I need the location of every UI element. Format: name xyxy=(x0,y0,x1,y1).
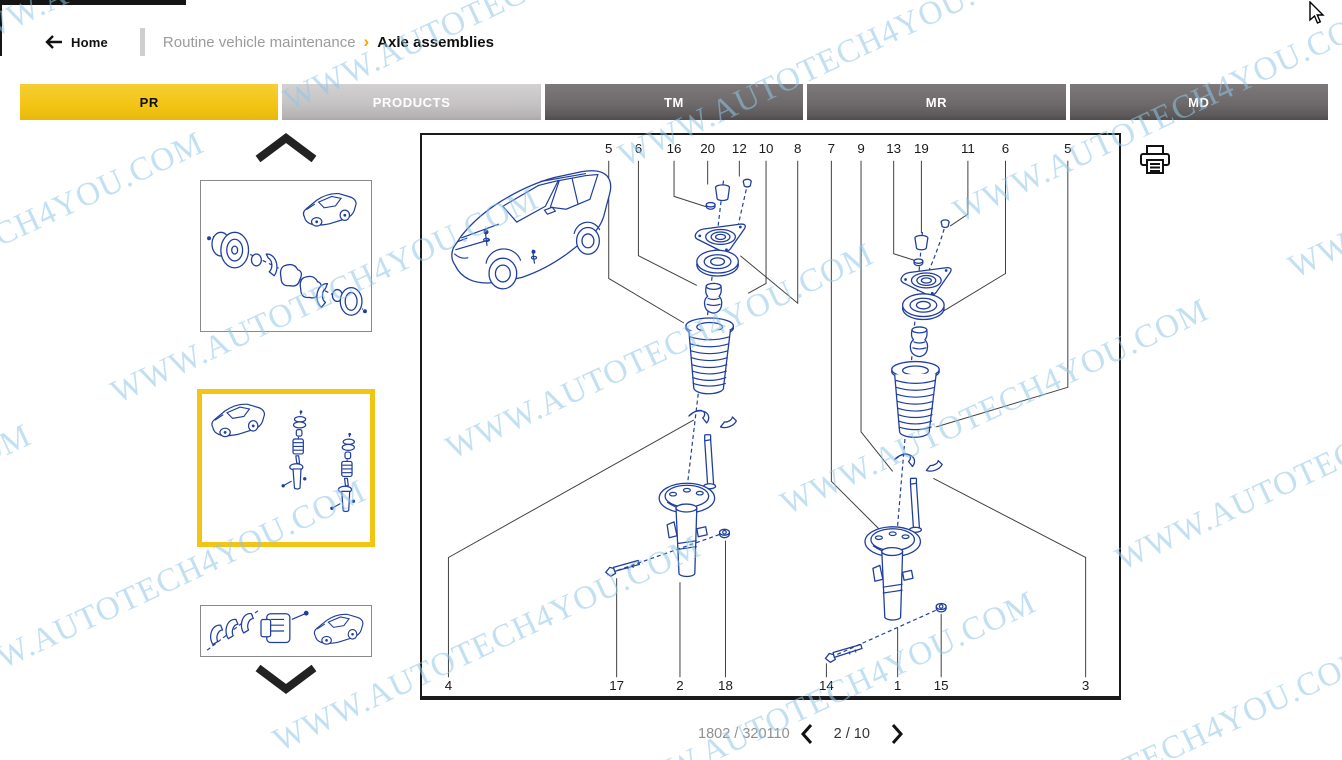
leader-lines xyxy=(447,160,1087,678)
home-label[interactable]: Home xyxy=(71,34,108,50)
callout-number-17: 17 xyxy=(609,678,624,693)
back-home-button[interactable]: Home xyxy=(44,35,108,50)
callout-number-5: 5 xyxy=(605,141,612,156)
tab-pr[interactable]: PR xyxy=(20,84,279,120)
callout-number-20: 20 xyxy=(700,141,715,156)
axle-assemblies-diagram: 5 6 16 20 12 10 8 7 9 13 19 11 6 5 4 17 2 18 14 1 15 3 xyxy=(445,141,1090,693)
chevron-left-icon xyxy=(800,724,812,744)
callout-number-6: 6 xyxy=(1002,141,1009,156)
callout-number-3: 3 xyxy=(1082,678,1089,693)
strut-assemblies-thumbnail-drawing xyxy=(211,403,356,513)
callout-number-9: 9 xyxy=(857,141,864,156)
callout-number-10: 10 xyxy=(759,141,774,156)
breadcrumb-separator-icon: › xyxy=(363,32,370,51)
breadcrumb: Home Routine vehicle maintenance › Axle … xyxy=(44,28,494,56)
exploded-strut-right xyxy=(824,219,952,664)
callout-number-2: 2 xyxy=(676,678,683,693)
thumbnail-scroll-up-button[interactable] xyxy=(252,131,320,165)
breadcrumb-section[interactable]: Routine vehicle maintenance xyxy=(162,33,356,51)
chevron-right-icon xyxy=(891,724,903,744)
window-edge-artifact-top xyxy=(0,0,186,5)
exploded-strut-left xyxy=(605,178,752,578)
thumbnail-scroll-down-button[interactable] xyxy=(252,662,320,696)
callout-number-18: 18 xyxy=(718,678,733,693)
callout-number-5: 5 xyxy=(1064,141,1071,156)
breadcrumb-divider xyxy=(139,28,145,56)
hub-and-disc-thumbnail-drawing xyxy=(207,192,367,316)
callout-number-19: 19 xyxy=(914,141,929,156)
thumbnail-strut-assemblies[interactable] xyxy=(197,389,375,547)
strut-location-marker xyxy=(482,229,538,264)
watermark-text: WWW.AUTOTECH4YOU.COM xyxy=(0,417,37,648)
callout-number-16: 16 xyxy=(667,141,682,156)
callout-number-15: 15 xyxy=(934,678,949,693)
arrow-left-icon xyxy=(45,35,62,49)
tab-tm[interactable]: TM xyxy=(544,84,804,120)
callout-number-13: 13 xyxy=(886,141,901,156)
vehicle-locator-drawing xyxy=(451,170,612,290)
module-tab-bar: PR PRODUCTS TM MR MD xyxy=(20,84,1329,120)
callout-numbers-top: 5 6 16 20 12 10 8 7 9 13 19 11 6 5 xyxy=(605,141,1072,156)
thumbnail-brake-caliper[interactable] xyxy=(200,605,372,657)
tab-mr[interactable]: MR xyxy=(807,84,1066,120)
printer-icon xyxy=(1140,145,1170,174)
callout-number-4: 4 xyxy=(445,678,453,693)
callout-numbers-bottom: 4 17 2 18 14 1 15 3 xyxy=(445,678,1090,693)
watermark-text: WWW.AUTOTECH4YOU.COM xyxy=(1110,347,1342,579)
callout-number-14: 14 xyxy=(819,678,834,693)
print-button[interactable] xyxy=(1138,144,1172,178)
document-reference: 1802 / 320110 xyxy=(698,726,790,742)
previous-page-button[interactable] xyxy=(796,723,818,745)
cursor-arrow-icon xyxy=(1309,0,1325,24)
page-title: Axle assemblies xyxy=(377,33,494,51)
callout-number-7: 7 xyxy=(828,141,835,156)
thumbnail-hub-and-disc[interactable] xyxy=(200,180,372,332)
tab-md[interactable]: MD xyxy=(1069,84,1329,120)
exploded-diagram-panel: 5 6 16 20 12 10 8 7 9 13 19 11 6 5 4 17 2 18 14 1 15 3 xyxy=(420,133,1121,700)
callout-number-12: 12 xyxy=(732,141,747,156)
window-edge-artifact-left xyxy=(0,0,2,56)
page-indicator: 2 / 10 xyxy=(833,726,870,742)
callout-number-11: 11 xyxy=(961,141,975,156)
watermark-text: WWW.AUTOTECH4YOU.COM xyxy=(1273,696,1342,760)
mouse-cursor xyxy=(1308,0,1326,32)
chevron-up-icon xyxy=(255,133,317,163)
page-navigation: 1802 / 320110 2 / 10 xyxy=(698,722,914,746)
brake-caliper-thumbnail-drawing xyxy=(206,609,364,651)
callout-number-6: 6 xyxy=(635,141,642,156)
watermark-text: WWW.AUTOTECH4YOU.COM xyxy=(0,125,210,356)
callout-number-8: 8 xyxy=(794,141,801,156)
next-page-button[interactable] xyxy=(886,723,908,745)
tab-products[interactable]: PRODUCTS xyxy=(282,84,541,120)
callout-number-1: 1 xyxy=(894,678,901,693)
chevron-down-icon xyxy=(255,664,317,694)
